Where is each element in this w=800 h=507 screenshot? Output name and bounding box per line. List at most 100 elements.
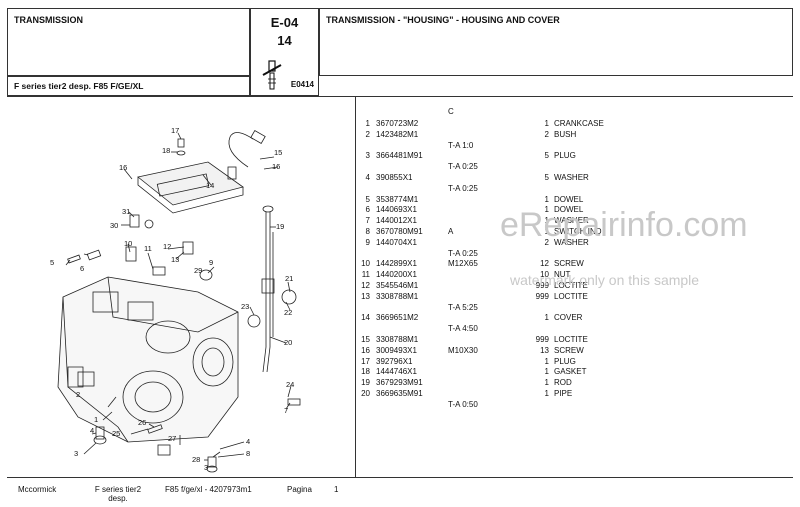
- part-quantity: 1: [544, 389, 549, 398]
- part-index: 19: [361, 378, 370, 388]
- part-number: 3308788M1: [376, 335, 419, 344]
- part-quantity: 13: [540, 345, 549, 355]
- callout-12: 12: [163, 242, 171, 251]
- parts-row: T-A 0:25: [356, 248, 793, 259]
- part-description: LOCTITE: [554, 335, 588, 344]
- part-note: M12X65: [448, 259, 478, 269]
- part-quantity: 999: [535, 281, 549, 290]
- callout-21: 21: [285, 274, 293, 283]
- part-quantity: 1: [544, 205, 549, 215]
- part-description: PLUG: [554, 151, 576, 161]
- section-title: TRANSMISSION: [14, 15, 84, 25]
- part-quantity: 1: [544, 216, 549, 226]
- callout-3b: 3: [204, 463, 208, 472]
- parts-row: T-A 0:25: [356, 161, 793, 172]
- part-number: 3670723M2: [376, 119, 419, 128]
- footer-page-label: Pagina: [287, 485, 312, 494]
- part-quantity: 999: [535, 291, 549, 301]
- part-note: T-A 0:25: [448, 162, 478, 172]
- parts-row: T-A 1:0: [356, 140, 793, 151]
- part-quantity: 1: [544, 367, 549, 377]
- part-quantity: 1: [544, 313, 549, 323]
- parts-row: T-A 0:25: [356, 183, 793, 194]
- part-note: T-A 0:25: [448, 183, 478, 193]
- part-note: T-A 0:50: [448, 399, 478, 409]
- wrench-icon: [262, 60, 282, 90]
- part-description: NUT: [554, 270, 571, 280]
- callout-2: 2: [76, 390, 80, 399]
- callout-18: 18: [162, 146, 170, 155]
- divider-vertical: [355, 96, 356, 477]
- callout-14: 14: [206, 181, 214, 190]
- callout-24: 24: [286, 380, 294, 389]
- parts-row: T-A 5:25: [356, 302, 793, 313]
- part-description: WASHER: [554, 216, 589, 226]
- part-number: 1440693X1: [376, 205, 417, 215]
- part-number: 1444746X1: [376, 367, 417, 377]
- part-description: SWITCH,IND: [554, 227, 602, 236]
- callout-6: 6: [80, 264, 84, 273]
- part-note: T-A 0:25: [448, 248, 478, 258]
- part-number: 1440704X1: [376, 237, 417, 247]
- part-description: DOWEL: [554, 205, 584, 215]
- part-quantity: 1: [544, 378, 549, 388]
- part-quantity: 1: [544, 356, 549, 366]
- callout-9: 9: [209, 258, 213, 267]
- part-quantity: 1: [544, 194, 549, 204]
- part-index: 3: [365, 151, 370, 161]
- series-label: F series tier2 desp. F85 F/GE/XL: [14, 81, 144, 91]
- footer-model: F85 f/ge/xl - 4207973m1: [165, 485, 252, 494]
- part-description: ROD: [554, 378, 572, 388]
- callout-23: 23: [241, 302, 249, 311]
- part-note: T-A 5:25: [448, 302, 478, 312]
- callout-1: 1: [94, 415, 98, 424]
- part-description: COVER: [554, 313, 583, 323]
- part-number: 1442899X1: [376, 259, 417, 269]
- part-quantity: 1: [544, 119, 549, 128]
- callout-16: 16: [272, 162, 280, 171]
- callout-7: 7: [284, 406, 288, 415]
- part-note: A: [448, 227, 454, 236]
- part-index: 14: [361, 313, 370, 323]
- part-index: 16: [361, 345, 370, 355]
- part-index: 12: [361, 281, 370, 290]
- part-description: SCREW: [554, 259, 584, 269]
- section-code-box: E-04 14 E0414: [250, 8, 319, 96]
- part-index: 7: [365, 216, 370, 226]
- watermark-note: watermark only on this sample: [510, 272, 700, 288]
- part-number: 1440200X1: [376, 270, 417, 280]
- callout-29: 29: [194, 266, 202, 275]
- callout-19: 19: [276, 222, 284, 231]
- part-description: DOWEL: [554, 194, 584, 204]
- divider-top: [7, 96, 793, 97]
- part-quantity: 1: [544, 227, 549, 236]
- header-right-box: TRANSMISSION - "HOUSING" - HOUSING AND C…: [319, 8, 793, 76]
- page-title: TRANSMISSION - "HOUSING" - HOUSING AND C…: [326, 15, 560, 25]
- part-index: 9: [365, 237, 370, 247]
- part-index: 18: [361, 367, 370, 377]
- footer-page-number: 1: [334, 485, 339, 494]
- part-description: LOCTITE: [554, 291, 588, 301]
- series-box: F series tier2 desp. F85 F/GE/XL: [7, 76, 250, 96]
- section-code: E-04: [270, 15, 299, 30]
- callout-17: 17: [171, 126, 179, 135]
- parts-row: T-A 0:50: [356, 399, 793, 410]
- part-description: LOCTITE: [554, 281, 588, 290]
- footer-brand: Mccormick: [18, 485, 57, 494]
- callout-16b: 16: [119, 163, 127, 172]
- part-index: 2: [365, 129, 370, 139]
- part-quantity: 2: [544, 129, 549, 139]
- parts-header-label: C: [448, 107, 454, 116]
- part-quantity: 5: [544, 173, 549, 182]
- part-index: 20: [361, 389, 370, 398]
